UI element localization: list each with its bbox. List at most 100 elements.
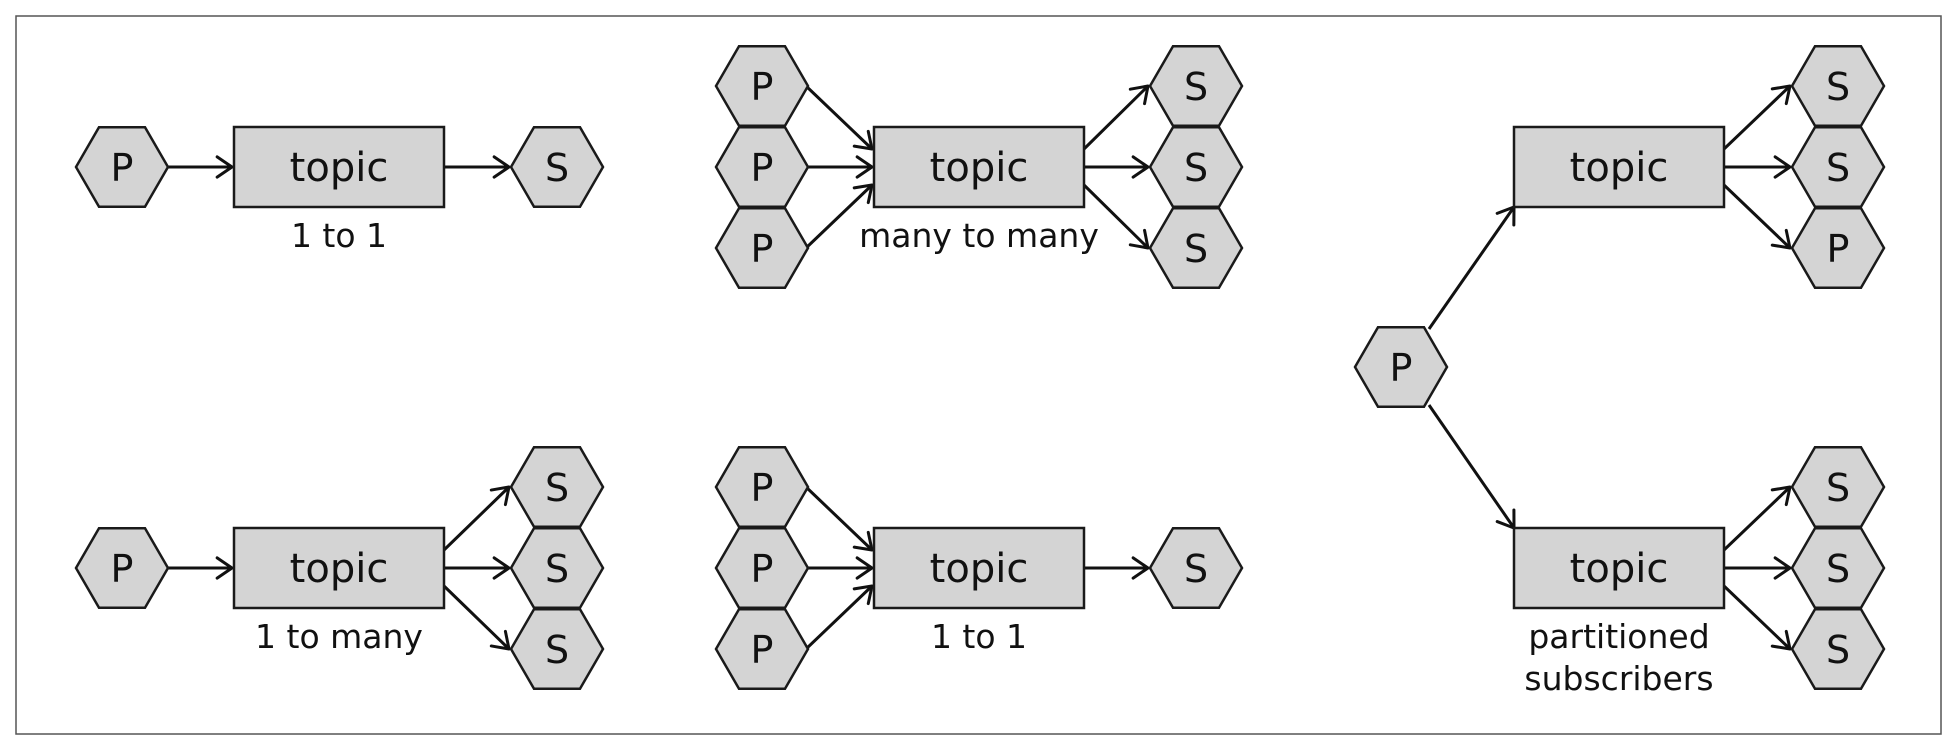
partitioned-top-subscriber-0-label: S <box>1826 65 1850 109</box>
many-to-many-subscriber-0-label: S <box>1184 65 1208 109</box>
one-to-many-subscriber-1-label: S <box>545 547 569 591</box>
partitioned-top-subscriber-2-hexagon <box>1790 206 1886 290</box>
many-to-many-subscriber-edge-1-head <box>1131 155 1150 179</box>
one-to-one-top-producer-0-hexagon <box>74 125 170 209</box>
many-to-one-producer-edge-1-head <box>855 556 874 580</box>
partitioned-top-subscriber-edge-2 <box>1722 183 1792 250</box>
many-to-one-producer-edge-0-head <box>852 530 874 552</box>
many-to-many-producer-edge-2 <box>804 183 874 250</box>
partitioned-top-subscriber-edge-1-head <box>1773 155 1792 179</box>
partitioned-bottom-subscriber-edge-0-head <box>1770 485 1792 507</box>
many-to-many-subscriber-edge-2-head <box>1128 228 1150 250</box>
partitioned-top-subscriber-edge-0 <box>1722 84 1792 151</box>
many-to-one-subscriber-0-label: S <box>1184 547 1208 591</box>
many-to-one-producer-edge-2-head <box>852 584 874 606</box>
many-to-many-subscriber-2-hexagon <box>1148 206 1244 290</box>
many-to-one-producer-1-label: P <box>751 547 774 591</box>
one-to-many-caption-line-0: 1 to many <box>255 617 423 656</box>
partitioned-bottom-subscriber-2-label: S <box>1826 628 1850 672</box>
many-to-many-producer-edge-0 <box>804 84 874 151</box>
many-to-one-producer-1-hexagon <box>714 526 810 610</box>
many-to-many-producer-edge-1-head <box>855 155 874 179</box>
many-to-many-producer-edge-2-head <box>852 183 874 205</box>
many-to-one-topic-label: topic <box>930 546 1029 592</box>
one-to-many-topic-label: topic <box>290 546 389 592</box>
partitioned-bottom-caption-line-0: partitioned <box>1528 617 1709 656</box>
partitioned-bottom-subscriber-edge-2-head <box>1770 629 1792 651</box>
one-to-many-producer-0-label: P <box>111 547 134 591</box>
one-to-many-producer-edge-0-head <box>215 556 234 580</box>
many-to-one-topic-box <box>872 526 1086 610</box>
many-to-many-subscriber-2-label: S <box>1184 227 1208 271</box>
one-to-many-subscriber-edge-0 <box>442 485 511 552</box>
one-to-one-top-topic-box <box>232 125 446 209</box>
partitioned-bottom-subscriber-1-label: S <box>1826 547 1850 591</box>
many-to-many-subscriber-0-hexagon <box>1148 44 1244 128</box>
edges-layer <box>168 84 1792 651</box>
many-to-one-producer-2-label: P <box>751 628 774 672</box>
many-to-one-subscriber-0-hexagon <box>1148 526 1244 610</box>
partitioned-bottom-subscriber-edge-1-head <box>1773 556 1792 580</box>
many-to-many-producer-2-hexagon <box>714 206 810 290</box>
one-to-many-subscriber-edge-1-head <box>492 556 511 580</box>
partitioned-top-subscriber-edge-2-head <box>1770 228 1792 250</box>
many-to-many-producer-2-label: P <box>751 227 774 271</box>
many-to-one-producer-edge-2 <box>804 584 874 651</box>
one-to-many-producer-0-hexagon <box>74 526 170 610</box>
one-to-one-top-subscriber-0-label: S <box>545 146 569 190</box>
many-to-many-caption-line-0: many to many <box>859 216 1099 255</box>
one-to-one-top-subscriber-0-hexagon <box>509 125 605 209</box>
partitioned-bottom-subscriber-edge-0 <box>1722 485 1792 552</box>
partitioned-top-topic-box <box>1512 125 1726 209</box>
many-to-many-subscriber-1-label: S <box>1184 146 1208 190</box>
many-to-many-producer-1-label: P <box>751 146 774 190</box>
many-to-one-producer-0-label: P <box>751 466 774 510</box>
many-to-many-producer-0-label: P <box>751 65 774 109</box>
partitioned-bottom-subscriber-0-hexagon <box>1790 445 1886 529</box>
partitioned-top-subscriber-0-hexagon <box>1790 44 1886 128</box>
shared-producer-label: P <box>1390 346 1413 390</box>
many-to-many-subscriber-edge-2 <box>1082 183 1150 250</box>
partitioned-top-subscriber-edge-0-head <box>1770 84 1792 106</box>
one-to-one-top-caption-line-0: 1 to 1 <box>291 216 387 255</box>
many-to-one-caption-line-0: 1 to 1 <box>931 617 1027 656</box>
one-to-many-subscriber-0-label: S <box>545 466 569 510</box>
one-to-one-top-producer-edge-0-head <box>215 155 234 179</box>
many-to-many-topic-box <box>872 125 1086 209</box>
one-to-many-subscriber-0-hexagon <box>509 445 605 529</box>
one-to-many-subscriber-edge-0-head <box>489 485 511 507</box>
many-to-many-producer-1-hexagon <box>714 125 810 209</box>
one-to-many-subscriber-1-hexagon <box>509 526 605 610</box>
many-to-many-topic-label: topic <box>930 145 1029 191</box>
many-to-one-producer-0-hexagon <box>714 445 810 529</box>
one-to-many-subscriber-2-hexagon <box>509 607 605 691</box>
partitioned-bottom-subscriber-1-hexagon <box>1790 526 1886 610</box>
partitioned-bottom-subscriber-2-hexagon <box>1790 607 1886 691</box>
partitioned-top-topic-label: topic <box>1570 145 1669 191</box>
shared-producer-edge-top <box>1427 206 1516 330</box>
partitioned-bottom-subscriber-edge-2 <box>1722 584 1792 651</box>
many-to-many-producer-0-hexagon <box>714 44 810 128</box>
one-to-many-topic-box <box>232 526 446 610</box>
many-to-one-subscriber-edge-0-head <box>1131 556 1150 580</box>
many-to-many-subscriber-1-hexagon <box>1148 125 1244 209</box>
captions-layer: 1 to 1 many to many 1 to many 1 to 1 partiti… <box>255 216 1714 698</box>
shared-producer-hexagon <box>1353 325 1449 409</box>
partitioned-bottom-caption-line-1: subscribers <box>1524 659 1713 698</box>
many-to-many-subscriber-edge-0-head <box>1128 84 1150 106</box>
many-to-one-producer-edge-0 <box>804 485 874 552</box>
many-to-many-subscriber-edge-0 <box>1082 84 1150 151</box>
partitioned-bottom-subscriber-0-label: S <box>1826 466 1850 510</box>
one-to-many-subscriber-edge-2-head <box>489 629 511 651</box>
one-to-one-top-topic-label: topic <box>290 145 389 191</box>
shared-producer-edge-bottom <box>1427 404 1516 529</box>
many-to-many-producer-edge-0-head <box>852 129 874 151</box>
many-to-one-producer-2-hexagon <box>714 607 810 691</box>
partitioned-bottom-topic-label: topic <box>1570 546 1669 592</box>
one-to-many-subscriber-2-label: S <box>545 628 569 672</box>
partitioned-top-subscriber-1-hexagon <box>1790 125 1886 209</box>
one-to-many-subscriber-edge-2 <box>442 584 511 651</box>
one-to-one-top-producer-0-label: P <box>111 146 134 190</box>
one-to-one-top-subscriber-edge-0-head <box>492 155 511 179</box>
